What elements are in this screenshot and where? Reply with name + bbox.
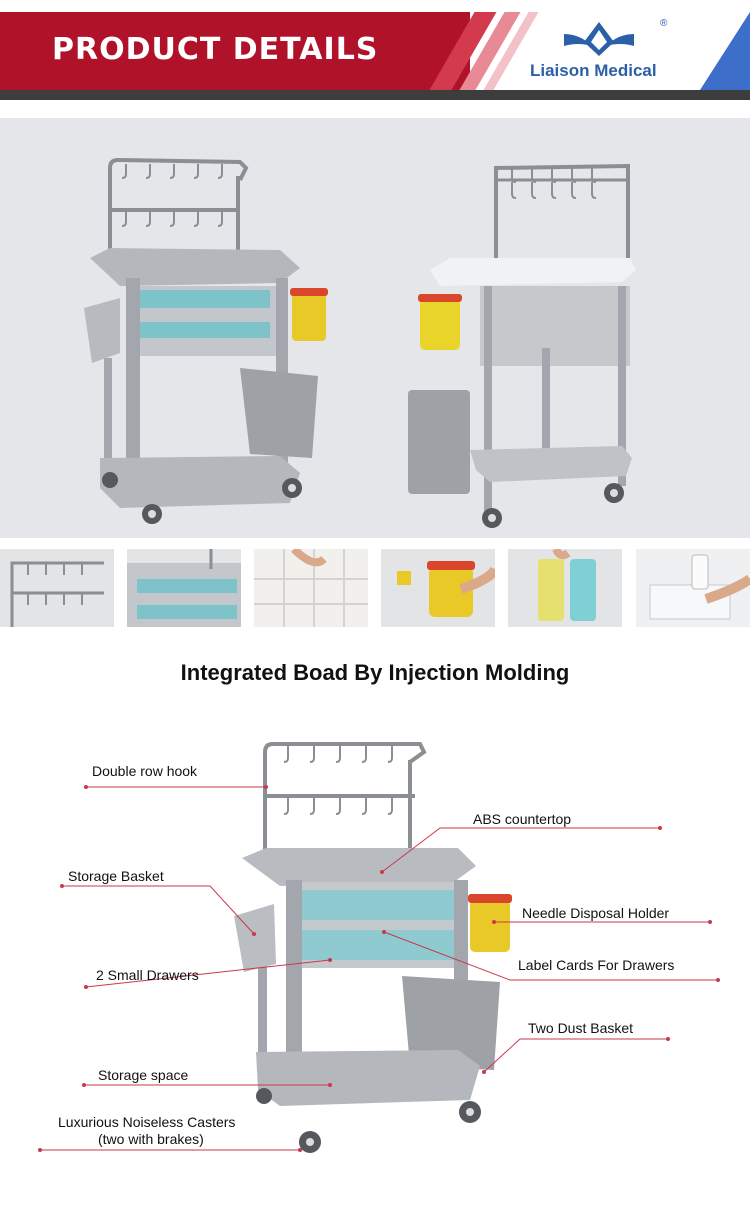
page-title: PRODUCT DETAILS — [52, 32, 379, 67]
cart-front-view-image — [84, 157, 328, 524]
header-blue-corner — [700, 12, 750, 90]
header-divider — [0, 90, 750, 100]
callout-storage-space: Storage space — [98, 1067, 189, 1083]
thumbnail-sharps-container[interactable] — [381, 549, 495, 627]
callout-casters: Luxurious Noiseless Casters — [58, 1114, 236, 1130]
thumbnail-hook-rack[interactable] — [0, 549, 114, 627]
callout-casters-note: (two with brakes) — [98, 1131, 204, 1147]
callout-dust-basket: Two Dust Basket — [528, 1020, 634, 1036]
thumbnail-storage-basket[interactable] — [636, 549, 750, 627]
registered-mark: ® — [660, 18, 668, 29]
brand-name: Liaison Medical — [530, 61, 657, 80]
thumbnail-dust-baskets[interactable] — [508, 549, 622, 627]
cart-back-view-image — [408, 163, 636, 528]
callout-storage-basket: Storage Basket — [68, 868, 164, 884]
callout-abs-countertop: ABS countertop — [473, 811, 572, 827]
callout-small-drawers: 2 Small Drawers — [96, 967, 199, 983]
header-red-band — [0, 12, 470, 90]
section-title: Integrated Boad By Injection Molding — [180, 660, 570, 685]
annotated-cart-image — [234, 742, 512, 1153]
callout-needle-disposal-holder: Needle Disposal Holder — [522, 905, 670, 921]
callout-label-cards: Label Cards For Drawers — [518, 957, 675, 973]
liaison-medical-logo-icon — [564, 22, 634, 56]
hero-product-photo — [0, 118, 750, 538]
thumbnail-drawer-dividers[interactable] — [254, 549, 368, 627]
thumbnail-drawers[interactable] — [127, 549, 241, 627]
callout-double-row-hook: Double row hook — [92, 763, 198, 779]
